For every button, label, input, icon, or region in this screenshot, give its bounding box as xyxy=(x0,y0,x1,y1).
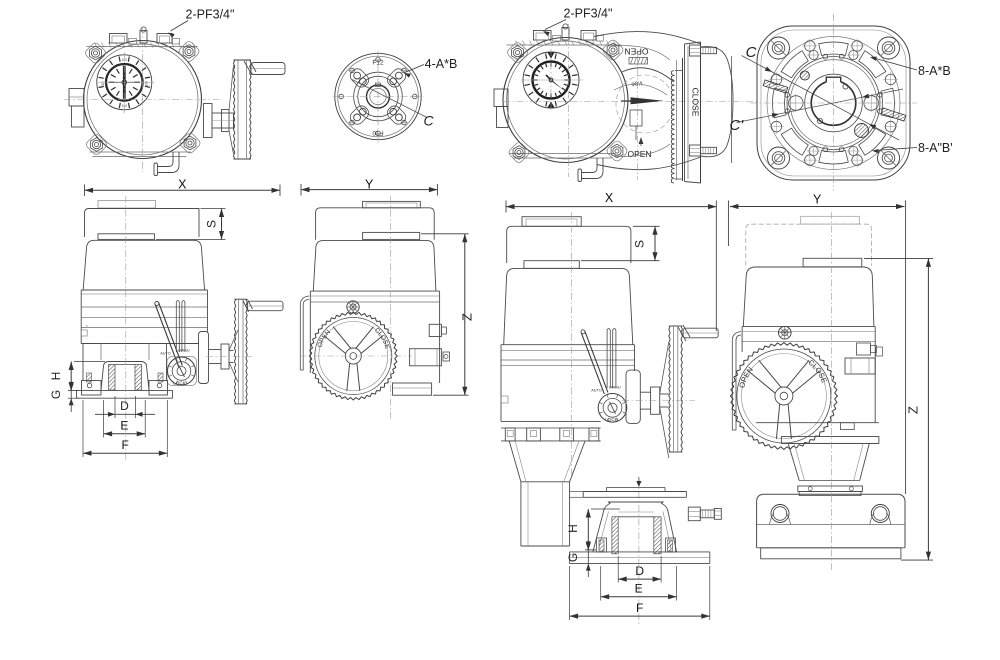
svg-text:C: C xyxy=(423,113,434,129)
svg-text:F: F xyxy=(636,601,643,615)
svg-text:F12: F12 xyxy=(372,60,384,67)
svg-text:2-PF3/4": 2-PF3/4" xyxy=(186,8,235,22)
svg-text:H: H xyxy=(49,372,63,381)
svg-text:MANU: MANU xyxy=(178,349,189,353)
svg-text:4-A*B: 4-A*B xyxy=(425,57,458,71)
svg-text:C': C' xyxy=(730,117,745,134)
svg-text:100: 100 xyxy=(122,104,128,108)
svg-text:G: G xyxy=(566,553,580,562)
svg-text:S: S xyxy=(205,220,219,228)
svg-text:D: D xyxy=(120,399,129,413)
svg-text:X: X xyxy=(178,178,187,192)
svg-text:MANU: MANU xyxy=(609,386,620,390)
svg-text:C: C xyxy=(746,44,757,61)
svg-text:100: 100 xyxy=(144,81,148,87)
svg-text:100: 100 xyxy=(122,58,128,62)
svg-text:CLOSE: CLOSE xyxy=(691,88,701,117)
svg-text:E: E xyxy=(120,419,128,433)
svg-text:▪: ▪ xyxy=(86,323,88,328)
svg-text:AUTO: AUTO xyxy=(160,352,171,356)
svg-text:Z: Z xyxy=(906,406,921,414)
svg-text:100: 100 xyxy=(100,81,104,87)
svg-text:G: G xyxy=(49,390,63,399)
svg-text:8-A*B: 8-A*B xyxy=(918,64,951,78)
svg-text:H: H xyxy=(566,524,580,533)
svg-text:D: D xyxy=(635,564,644,578)
svg-text:Y: Y xyxy=(365,177,374,191)
svg-text:OPEN: OPEN xyxy=(627,149,651,159)
svg-text:OPEN: OPEN xyxy=(624,46,648,56)
svg-text:Y: Y xyxy=(813,192,822,206)
svg-text:E: E xyxy=(635,581,643,595)
svg-text:AUTO: AUTO xyxy=(591,389,602,393)
svg-text:X: X xyxy=(605,191,614,205)
svg-text:S: S xyxy=(633,240,647,248)
svg-text:Z: Z xyxy=(460,313,475,321)
svg-text:2-PF3/4": 2-PF3/4" xyxy=(564,7,613,21)
svg-text:LOCK: LOCK xyxy=(173,381,186,386)
svg-text:LOCK: LOCK xyxy=(605,417,618,422)
svg-text:8-A"B': 8-A"B' xyxy=(918,141,953,155)
svg-text:F: F xyxy=(121,438,128,452)
